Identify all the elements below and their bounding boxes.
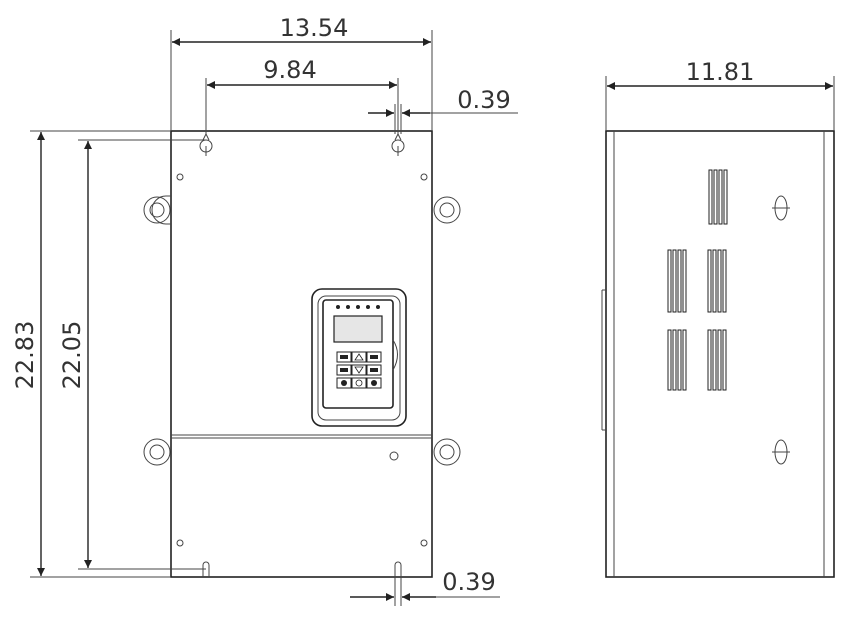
bottom-left-keyhole-icon: [202, 561, 210, 577]
screw-icon: [389, 451, 399, 461]
keypad-panel: [311, 288, 407, 427]
vent-slot: [677, 249, 682, 313]
dimension-front-width: 13.54: [170, 14, 433, 131]
side-enclosure: [605, 130, 835, 578]
lifting-eye-icon: [143, 438, 171, 466]
dimension-hole-spacing-width: 9.84: [205, 56, 399, 134]
side-keyhole-icon: [772, 439, 790, 465]
vent-slot: [707, 249, 712, 313]
lcd-display: [333, 315, 383, 343]
vent-slot: [717, 249, 722, 313]
vent-slot: [722, 249, 727, 313]
dimension-label-hole-spacing-height: 22.05: [58, 321, 86, 390]
vent-slot: [717, 329, 722, 391]
dimension-label-total-height: 22.83: [11, 321, 39, 390]
vent-slot: [712, 249, 717, 313]
front-view: [143, 130, 461, 578]
dimension-label-front-width: 13.54: [280, 14, 349, 42]
lifting-eye-icon: [433, 438, 461, 466]
screw-icon: [420, 539, 428, 547]
vent-slot: [672, 329, 677, 391]
vent-slot: [667, 249, 672, 313]
top-right-keyhole-icon: [391, 132, 405, 156]
dimension-label-hole-spacing-width: 9.84: [263, 56, 316, 84]
side-keyhole-icon: [772, 195, 790, 221]
vent-slot: [682, 249, 687, 313]
status-led-icons: [336, 305, 380, 309]
vent-slot: [707, 329, 712, 391]
vent-slot: [718, 169, 723, 225]
vent-slot: [672, 249, 677, 313]
vent-slot: [667, 329, 672, 391]
vent-slot: [712, 329, 717, 391]
screw-icon: [176, 173, 184, 181]
side-view: [601, 130, 835, 578]
vent-slot: [713, 169, 718, 225]
ventilation-slots: [667, 169, 728, 391]
top-left-keyhole-icon: [199, 132, 213, 156]
bottom-right-keyhole-icon: [394, 561, 402, 577]
dimension-hole-spacing-height: 22.05: [58, 139, 206, 570]
vent-slot: [723, 169, 728, 225]
dimension-bottom-hole-offset: 0.39: [350, 568, 500, 606]
dimension-top-hole-offset: 0.39: [368, 86, 518, 134]
dimension-label-side-depth: 11.81: [686, 58, 755, 86]
screw-icon: [420, 173, 428, 181]
vent-slot: [708, 169, 713, 225]
front-enclosure: [170, 130, 433, 578]
lifting-eye-icon: [433, 196, 461, 224]
lifting-eye-icon: [143, 195, 171, 225]
dimension-label-bottom-hole-offset: 0.39: [442, 568, 495, 596]
vent-slot: [722, 329, 727, 391]
dimension-label-top-hole-offset: 0.39: [457, 86, 510, 114]
vent-slot: [682, 329, 687, 391]
vent-slot: [677, 329, 682, 391]
dimension-total-height: 22.83: [11, 130, 171, 578]
screw-icon: [176, 539, 184, 547]
dimension-side-depth: 11.81: [605, 58, 835, 131]
